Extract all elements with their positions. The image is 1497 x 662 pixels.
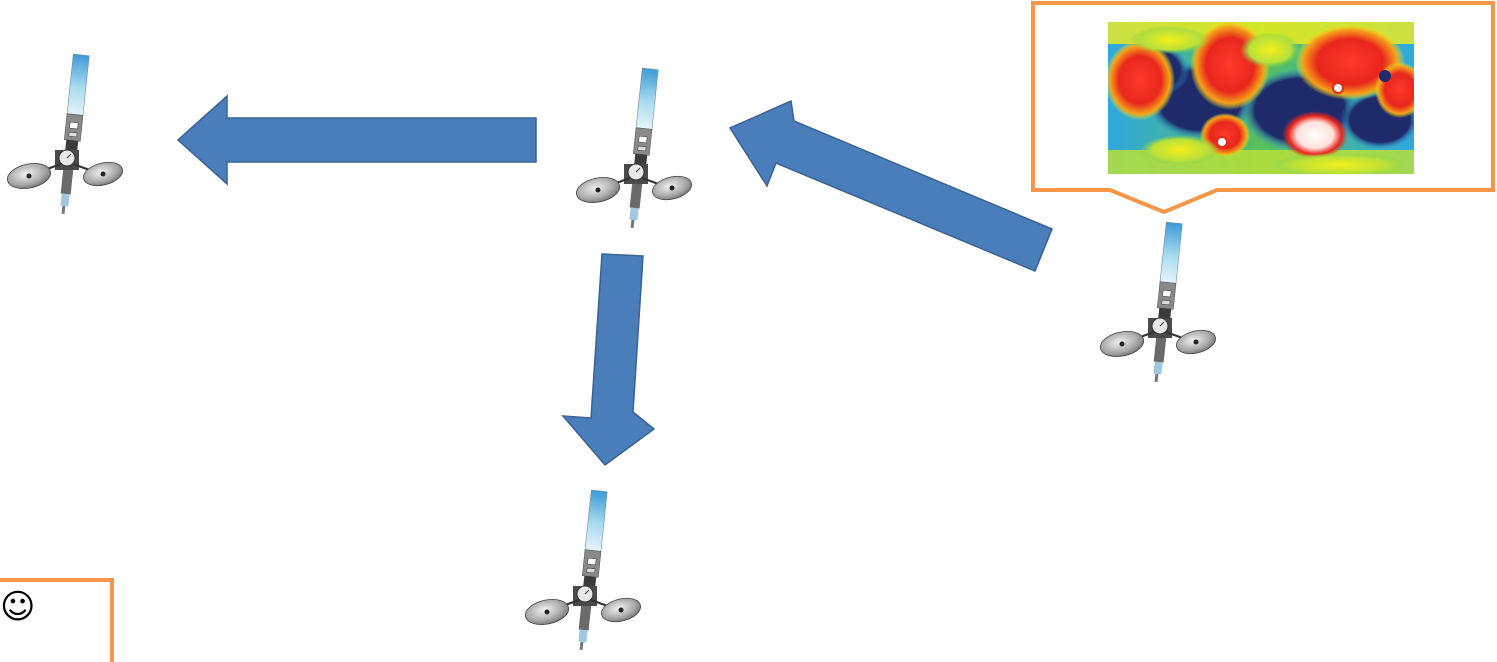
arrow-center-to-bottom [563, 254, 654, 465]
satellite-icon [1098, 222, 1218, 383]
satellite-icon [523, 490, 643, 651]
satellite-icon [5, 54, 125, 215]
arrow-center-to-left [178, 96, 536, 184]
arrow-right-to-center [730, 101, 1052, 271]
satellite-icon [574, 68, 694, 229]
satellite-center [574, 68, 694, 229]
satellite-bottom [523, 490, 643, 651]
note-box: ☺ [0, 578, 114, 662]
satellite-right [1098, 222, 1218, 383]
smiley-icon: ☺ [0, 590, 35, 624]
satellite-left [5, 54, 125, 215]
heatmap-image [1105, 20, 1425, 177]
